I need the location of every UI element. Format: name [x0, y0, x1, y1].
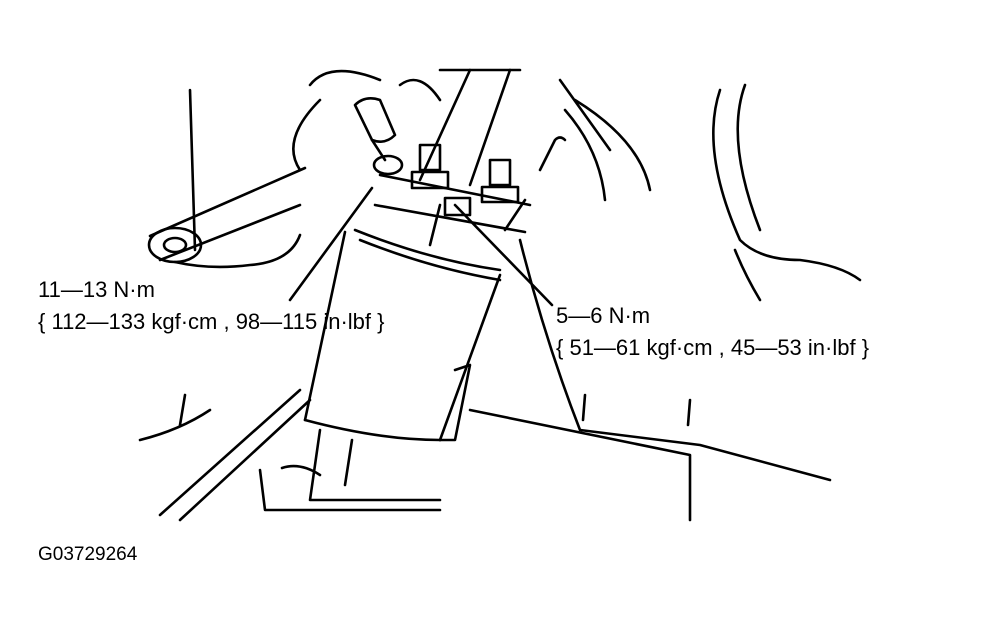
torque-label-right-alt-units: { 51—61 kgf·cm , 45—53 in·lbf } — [556, 335, 870, 360]
leader-line-left — [288, 186, 374, 302]
torque-label-right-nm: 5—6 N·m — [556, 303, 651, 328]
cable-boot — [353, 97, 567, 176]
leader-line-right — [453, 203, 554, 307]
left-tube — [147, 88, 307, 269]
terminal-studs — [373, 143, 532, 234]
right-body — [468, 83, 862, 522]
lower-frame — [138, 388, 312, 522]
torque-label-left-alt-units: { 112—133 kgf·cm , 98—115 in·lbf } — [38, 309, 385, 334]
solenoid — [303, 198, 527, 442]
figure-id: G03729264 — [38, 544, 138, 565]
starter-body — [258, 363, 472, 512]
torque-label-left-nm: 11—13 N·m — [38, 277, 155, 302]
engine-body-lines — [292, 68, 652, 202]
